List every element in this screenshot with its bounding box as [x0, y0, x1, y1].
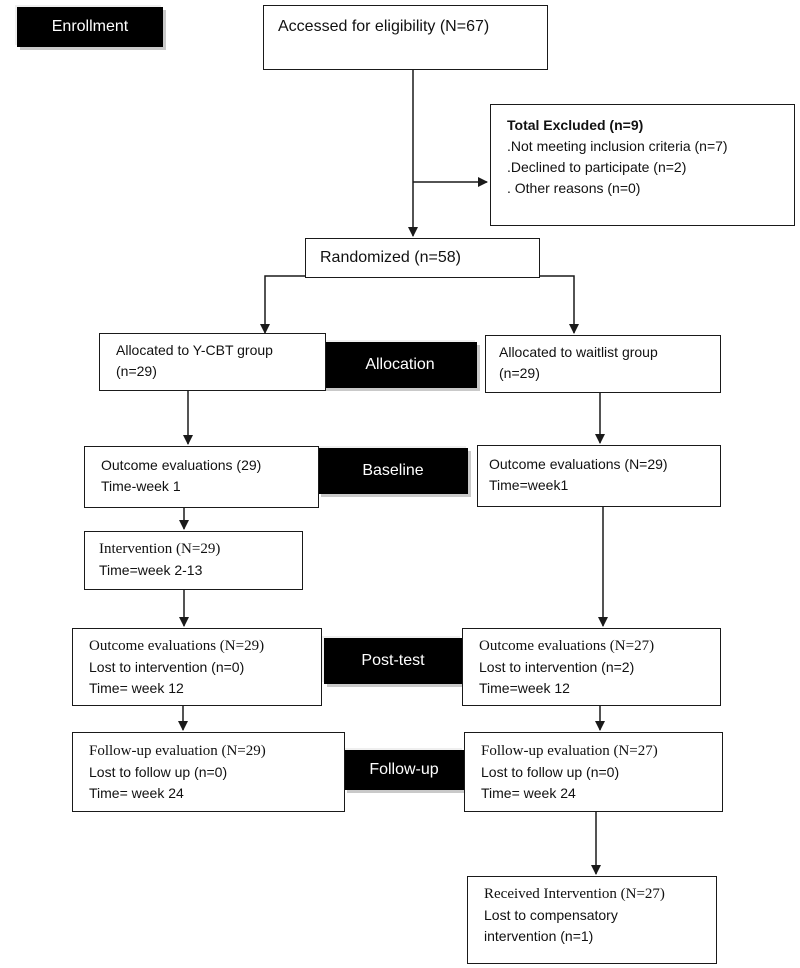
left-posttest-line: Outcome evaluations (N=29): [89, 638, 265, 654]
stage-enrollment: Enrollment: [17, 7, 163, 47]
arrow-randomized-left: [260, 275, 305, 334]
left-followup-line: Time= week 24: [89, 785, 184, 801]
right-followup-line: Lost to follow up (n=0): [481, 764, 620, 780]
left-baseline-line: Outcome evaluations (29): [101, 457, 262, 473]
left-baseline-line: Time-week 1: [101, 478, 181, 494]
right-posttest-line: Outcome evaluations (N=27): [479, 638, 655, 654]
left-intervention-line: Intervention (N=29): [99, 541, 221, 557]
left-intervention-box: Intervention (N=29) Time=week 2-13: [84, 531, 303, 590]
right-received-line: Lost to compensatory: [484, 907, 618, 923]
arrow-randomized-right: [540, 275, 579, 334]
right-baseline-line: Time=week1: [489, 477, 569, 493]
excluded-item: .Declined to participate (n=2): [507, 159, 687, 175]
stage-posttest: Post-test: [324, 638, 462, 684]
left-intervention-line: Time=week 2-13: [99, 562, 203, 578]
right-followup-line: Follow-up evaluation (N=27): [481, 743, 658, 759]
stage-baseline: Baseline: [318, 448, 468, 494]
right-allocated-line: Allocated to waitlist group: [499, 344, 658, 360]
left-posttest-line: Lost to intervention (n=0): [89, 659, 245, 675]
stage-followup: Follow-up: [344, 750, 464, 790]
right-received-box: Received Intervention (N=27) Lost to com…: [467, 876, 717, 964]
right-received-line: intervention (n=1): [484, 928, 594, 944]
stage-allocation: Allocation: [323, 342, 477, 388]
left-allocated-line: (n=29): [116, 363, 157, 379]
left-posttest-line: Time= week 12: [89, 680, 184, 696]
right-posttest-line: Time=week 12: [479, 680, 570, 696]
left-followup-line: Lost to follow up (n=0): [89, 764, 228, 780]
excluded-item: . Other reasons (n=0): [507, 180, 641, 196]
left-allocated-box: Allocated to Y-CBT group (n=29): [99, 333, 326, 391]
left-followup-box: Follow-up evaluation (N=29) Lost to foll…: [72, 732, 345, 812]
left-allocated-line: Allocated to Y-CBT group: [116, 342, 273, 358]
left-posttest-box: Outcome evaluations (N=29) Lost to inter…: [72, 628, 322, 706]
eligibility-text: Accessed for eligibility (N=67): [278, 18, 490, 35]
right-posttest-box: Outcome evaluations (N=27) Lost to inter…: [462, 628, 721, 706]
right-received-line: Received Intervention (N=27): [484, 886, 665, 902]
right-baseline-box: Outcome evaluations (N=29) Time=week1: [477, 445, 721, 507]
right-baseline-line: Outcome evaluations (N=29): [489, 456, 668, 472]
right-allocated-box: Allocated to waitlist group (n=29): [485, 335, 721, 393]
excluded-item: .Not meeting inclusion criteria (n=7): [507, 138, 728, 154]
randomized-box: Randomized (n=58): [305, 238, 540, 278]
right-followup-box: Follow-up evaluation (N=27) Lost to foll…: [464, 732, 723, 812]
right-allocated-line: (n=29): [499, 365, 540, 381]
left-baseline-box: Outcome evaluations (29) Time-week 1: [84, 446, 319, 508]
excluded-box: Total Excluded (n=9) .Not meeting inclus…: [490, 104, 795, 226]
left-followup-line: Follow-up evaluation (N=29): [89, 743, 266, 759]
right-followup-line: Time= week 24: [481, 785, 576, 801]
randomized-text: Randomized (n=58): [320, 249, 461, 266]
eligibility-box: Accessed for eligibility (N=67): [263, 5, 548, 70]
right-posttest-line: Lost to intervention (n=2): [479, 659, 635, 675]
excluded-title: Total Excluded (n=9): [507, 117, 644, 133]
